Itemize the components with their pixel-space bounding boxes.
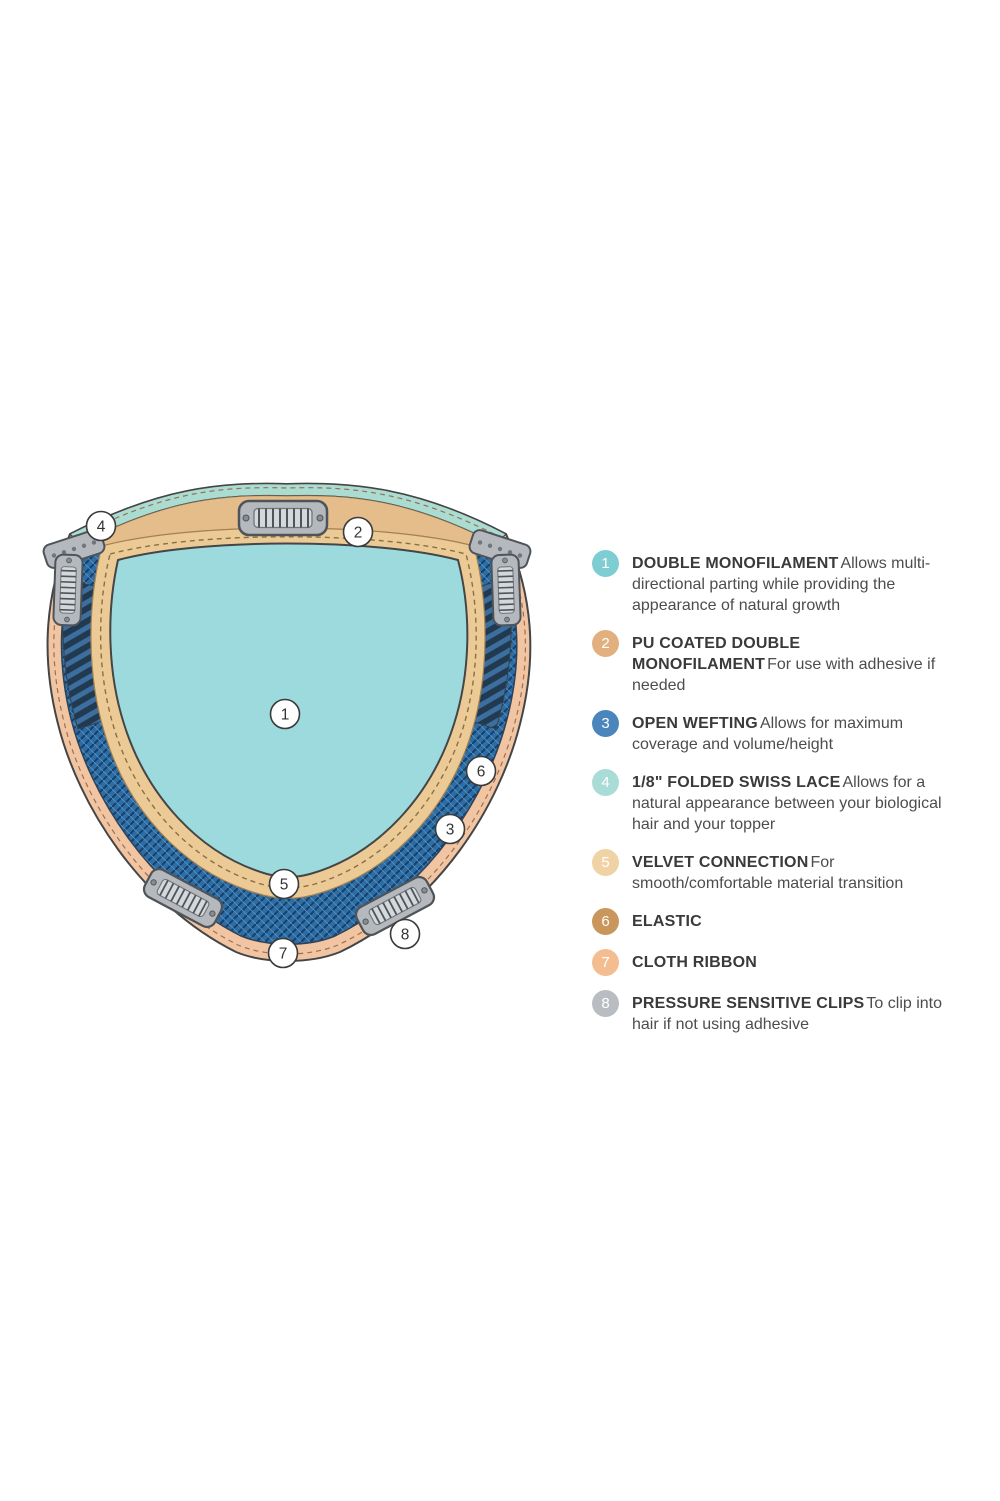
legend-badge: 6 [592, 908, 619, 935]
legend-badge: 3 [592, 710, 619, 737]
velvet-stitch-line [99, 536, 477, 889]
pressure-clip-right [490, 553, 522, 627]
callout-1: 1 [269, 698, 301, 730]
svg-text:1: 1 [281, 707, 290, 724]
legend-item-title: DOUBLE MONOFILAMENT [632, 555, 839, 572]
ribbon-stitch-line [53, 487, 526, 955]
svg-text:3: 3 [446, 822, 455, 839]
legend-item-description: Allows multi-directional parting while p… [632, 555, 931, 614]
legend-item-title: CLOTH RIBBON [632, 954, 758, 971]
legend-badge: 4 [592, 769, 619, 796]
legend-badge: 2 [592, 630, 619, 657]
topper-construction-diagram: 1 2 3 4 5 6 7 [40, 474, 540, 974]
legend-item-description: For use with adhesive if needed [632, 656, 936, 694]
svg-text:4: 4 [97, 519, 106, 536]
callout-6: 6 [465, 755, 497, 787]
legend-badge: 5 [592, 849, 619, 876]
legend-item-title: PU COATED DOUBLE MONOFILAMENT [632, 635, 801, 673]
legend-item-description: To clip into hair if not using adhesive [632, 995, 943, 1033]
callout-2: 2 [342, 516, 374, 548]
legend-item-description: For smooth/comfortable material transiti… [632, 854, 904, 892]
svg-text:8: 8 [401, 927, 410, 944]
callout-3: 3 [434, 813, 466, 845]
legend-item-description: Allows for a natural appearance between … [632, 774, 942, 833]
legend-item-title: VELVET CONNECTION [632, 854, 809, 871]
legend-badge: 1 [592, 550, 619, 577]
legend-item: 6 ELASTIC [592, 908, 964, 935]
svg-text:7: 7 [279, 946, 288, 963]
legend-item-title: PRESSURE SENSITIVE CLIPS [632, 995, 865, 1012]
callout-4: 4 [85, 510, 117, 542]
legend-item-title: OPEN WEFTING [632, 715, 758, 732]
legend-item-description: Allows for maximum coverage and volume/h… [632, 715, 904, 753]
callout-8: 8 [389, 918, 421, 950]
svg-text:2: 2 [354, 525, 363, 542]
legend-item-title: 1/8" FOLDED SWISS LACE [632, 774, 841, 791]
pressure-clip-left [52, 553, 84, 627]
pressure-clip-top-center [237, 499, 329, 537]
callout-7: 7 [267, 937, 299, 969]
callout-5: 5 [268, 868, 300, 900]
svg-text:5: 5 [280, 877, 289, 894]
legend-item: 7 CLOTH RIBBON [592, 949, 964, 976]
legend-badge: 8 [592, 990, 619, 1017]
svg-text:6: 6 [477, 764, 486, 781]
legend-item-title: ELASTIC [632, 913, 702, 930]
legend-badge: 7 [592, 949, 619, 976]
topper-diagram-svg: 1 2 3 4 5 6 7 [40, 482, 534, 969]
